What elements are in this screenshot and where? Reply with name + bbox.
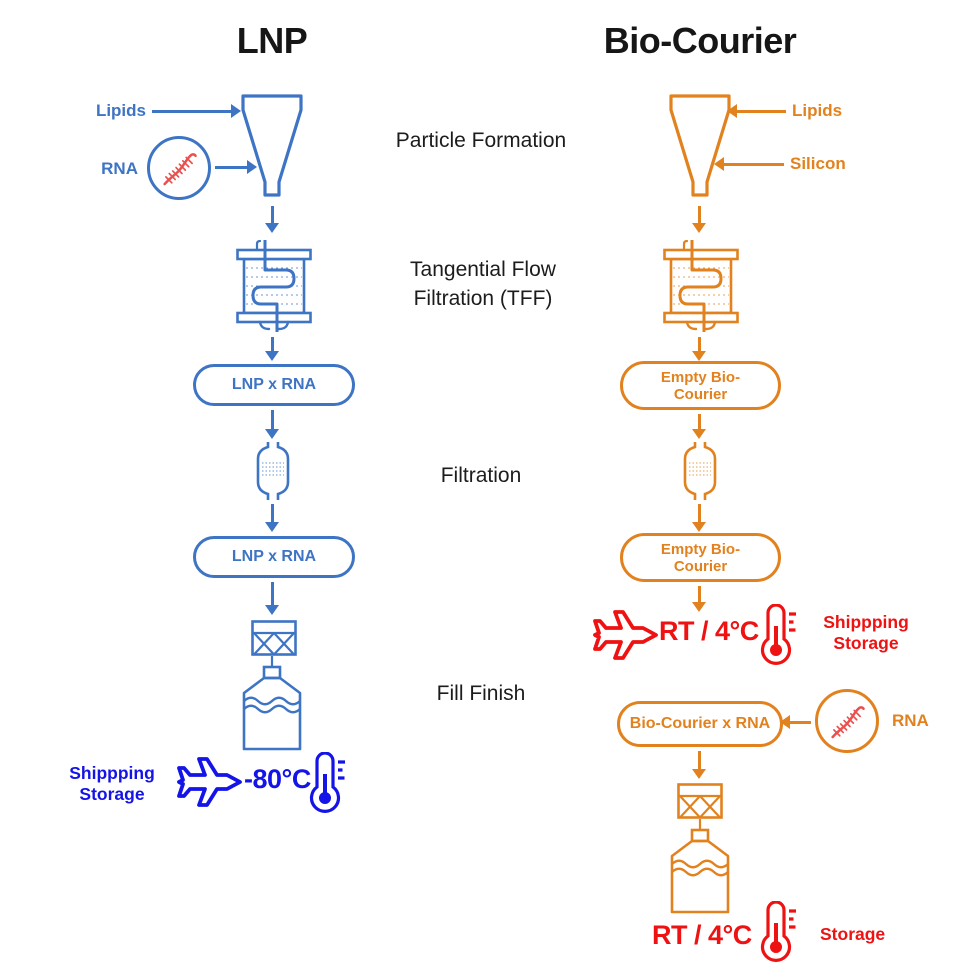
mixing-funnel-icon [669, 94, 731, 197]
product-bottle-icon [242, 656, 302, 751]
shipping-storage-label: Shippping Storage [52, 763, 172, 805]
mixing-funnel-icon [241, 94, 303, 197]
step-label-fill-finish: Fill Finish [436, 682, 526, 705]
bio-courier-column-title: Bio-Courier [603, 20, 797, 61]
flow-arrow [265, 504, 279, 532]
filter-capsule-icon [683, 442, 717, 500]
step-label-particle-formation: Particle Formation [395, 129, 567, 152]
flow-arrow [265, 582, 279, 615]
storage-line: Storage [833, 633, 899, 653]
rna-input-arrow [215, 160, 257, 174]
lipids-input-arrow [727, 104, 786, 118]
airplane-icon [177, 757, 242, 807]
step-label-filtration: Filtration [440, 464, 522, 487]
shipping-line: Shippping [823, 612, 909, 632]
flow-arrow [265, 337, 279, 361]
storage-temperature: -80°C [244, 764, 311, 794]
flow-arrow [265, 410, 279, 439]
thermometer-icon [309, 752, 345, 813]
lipids-input-arrow [152, 104, 241, 118]
shipping-temperature: RT / 4°C [659, 616, 759, 646]
tff-cartridge-icon [236, 240, 312, 332]
lnp-rna-pill-2: LNP x RNA [193, 536, 355, 578]
product-bottle-icon [670, 819, 730, 914]
empty-bio-courier-pill-1: Empty Bio-Courier [620, 361, 781, 410]
rna-label: RNA [892, 711, 929, 730]
airplane-icon [593, 610, 658, 660]
storage-label: Storage [820, 924, 886, 944]
rna-label: RNA [101, 159, 138, 178]
lnp-rna-pill-1: LNP x RNA [193, 364, 355, 406]
rna-source-circle [147, 136, 211, 200]
rna-helix-icon [163, 153, 197, 186]
flow-arrow [692, 586, 706, 612]
storage-line: Storage [79, 784, 145, 804]
fill-pump-icon [677, 783, 723, 819]
flow-arrow [692, 337, 706, 361]
storage-temperature: RT / 4°C [652, 920, 752, 950]
rna-helix-icon [831, 706, 865, 739]
shipping-line: Shippping [69, 763, 155, 783]
fill-pump-icon [251, 620, 297, 656]
shipping-storage-label: Shippping Storage [804, 612, 928, 654]
thermometer-icon [760, 901, 796, 962]
filter-capsule-icon [256, 442, 290, 500]
silicon-label: Silicon [790, 154, 846, 173]
flow-arrow [265, 206, 279, 233]
flow-arrow [692, 206, 706, 233]
rna-source-circle [815, 689, 879, 753]
rna-input-arrow [780, 715, 811, 729]
silicon-input-arrow [714, 157, 784, 171]
empty-bio-courier-pill-2: Empty Bio-Courier [620, 533, 781, 582]
tff-cartridge-icon [663, 240, 739, 332]
lnp-column-title: LNP [236, 20, 308, 61]
flow-arrow [692, 414, 706, 439]
step-label-tff: Tangential Flow Filtration (TFF) [410, 258, 556, 310]
thermometer-icon [760, 604, 796, 665]
flow-arrow [692, 751, 706, 779]
bio-courier-rna-pill: Bio-Courier x RNA [617, 701, 783, 747]
flow-arrow [692, 504, 706, 532]
lipids-label: Lipids [95, 101, 146, 120]
lipids-label: Lipids [792, 101, 843, 120]
